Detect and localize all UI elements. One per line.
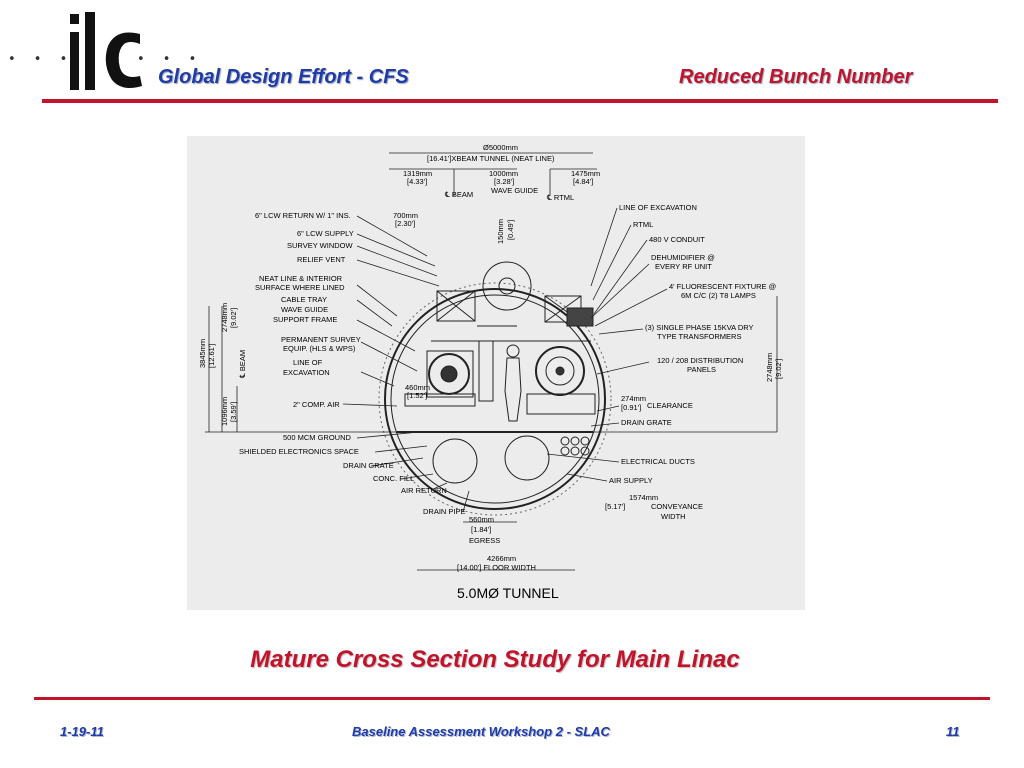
- label-lcw-supply: 6" LCW SUPPLY: [297, 229, 354, 238]
- label-relief-vent: RELIEF VENT: [297, 255, 346, 264]
- dim-height-mm: 2748mm: [765, 353, 774, 382]
- dim-upper-ft: [9.02']: [229, 308, 238, 328]
- label-drain-pipe: DRAIN PIPE: [423, 507, 466, 516]
- label-perm-survey-1: PERMANENT SURVEY: [281, 335, 361, 344]
- header-right-title: Reduced Bunch Number: [679, 66, 913, 88]
- label-line-of-1: LINE OF: [293, 358, 323, 367]
- figure-title: 5.0MØ TUNNEL: [457, 585, 559, 601]
- dim-floor-mm: 4266mm: [487, 554, 516, 563]
- label-comp-air: 2" COMP. AIR: [293, 400, 340, 409]
- label-shielded-space: SHIELDED ELECTRONICS SPACE: [239, 447, 359, 456]
- cl-beam-left: ℄ BEAM: [238, 350, 247, 379]
- label-perm-survey-2: EQUIP. (HLS & WPS): [283, 344, 356, 353]
- dim-inner-mm: 460mm: [405, 383, 430, 392]
- label-support-frame: SUPPORT FRAME: [273, 315, 337, 324]
- label-line-of-2: EXCAVATION: [283, 368, 330, 377]
- dim-egress-ft: [1.84']: [471, 525, 491, 534]
- label-dehumidifier-1: DEHUMIDIFIER @: [651, 253, 715, 262]
- decorative-dots: • • • • • • • •: [8, 52, 204, 67]
- wave-guide-label: WAVE GUIDE: [491, 186, 538, 195]
- label-neat-line-1: NEAT LINE & INTERIOR: [259, 274, 343, 283]
- slide-caption: Mature Cross Section Study for Main Lina…: [250, 646, 740, 673]
- dim-inner-ft: [1.52']: [407, 391, 427, 400]
- dim-conv-ft: [5.17']: [605, 502, 625, 511]
- label-drain-grate-right: DRAIN GRATE: [621, 418, 672, 427]
- label-transformers-1: (3) SINGLE PHASE 15KVA DRY: [645, 323, 754, 332]
- label-conveyance: CONVEYANCE: [651, 502, 703, 511]
- dim-150-ft: [0.49']: [506, 220, 515, 240]
- label-wave-guide: WAVE GUIDE: [281, 305, 328, 314]
- label-air-supply: AIR SUPPLY: [609, 476, 653, 485]
- cl-beam-top: ℄ BEAM: [444, 190, 473, 199]
- dim-beam-tunnel-mm: Ø5000mm: [483, 143, 518, 152]
- label-egress: EGRESS: [469, 536, 500, 545]
- ilc-logo: [70, 12, 142, 90]
- dim-mid-ft: [3.28']: [494, 177, 514, 186]
- tunnel-cross-section-figure: Ø5000mm [16.41']XBEAM TUNNEL (NEAT LINE)…: [187, 136, 805, 610]
- dim-clear-ft: [0.91']: [621, 403, 641, 412]
- label-survey-window: SURVEY WINDOW: [287, 241, 353, 250]
- dim-left-ft: [4.33']: [407, 177, 427, 186]
- label-distribution-2: PANELS: [687, 365, 716, 374]
- footer-page-number: 11: [946, 724, 960, 739]
- label-distribution-1: 120 / 208 DISTRIBUTION: [657, 356, 743, 365]
- label-fluorescent-2: 6M C/C (2) T8 LAMPS: [681, 291, 756, 300]
- header-left-title: Global Design Effort - CFS: [158, 66, 409, 88]
- dim-mid-mm: 1000mm: [489, 169, 518, 178]
- label-500mcm: 500 MCM GROUND: [283, 433, 352, 442]
- dim-conv-mm: 1574mm: [629, 493, 658, 502]
- cl-rtml-top: ℄ RTML: [546, 193, 574, 202]
- dim-150-mm: 150mm: [496, 219, 505, 244]
- label-drain-grate-left: DRAIN GRATE: [343, 461, 394, 470]
- dim-lower-mm: 1096mm: [220, 397, 229, 426]
- footer-divider: [34, 697, 990, 700]
- label-neat-line-2: SURFACE WHERE LINED: [255, 283, 345, 292]
- dim-egress-mm: 560mm: [469, 515, 494, 524]
- dim-left-mm: 1319mm: [403, 169, 432, 178]
- label-conc-fill: CONC. FILL: [373, 474, 414, 483]
- dim-lcw-mm: 700mm: [393, 211, 418, 220]
- dim-total-ft: [12.61']: [207, 344, 216, 368]
- label-transformers-2: TYPE TRANSFORMERS: [657, 332, 741, 341]
- dim-floor-ft: [14.00'] FLOOR WIDTH: [457, 563, 536, 572]
- label-rtml: RTML: [633, 220, 653, 229]
- footer-event: Baseline Assessment Workshop 2 - SLAC: [352, 724, 610, 739]
- dim-upper-mm: 2748mm: [220, 303, 229, 332]
- label-line-of-excavation: LINE OF EXCAVATION: [619, 203, 697, 212]
- label-dehumidifier-2: EVERY RF UNIT: [655, 262, 712, 271]
- label-air-return: AIR RETURN: [401, 486, 447, 495]
- label-width: WIDTH: [661, 512, 686, 521]
- tunnel-drawing: Ø5000mm [16.41']XBEAM TUNNEL (NEAT LINE)…: [198, 143, 783, 601]
- label-clearance: CLEARANCE: [647, 401, 693, 410]
- dim-lower-ft: [3.59']: [229, 402, 238, 422]
- dim-clear-mm: 274mm: [621, 394, 646, 403]
- label-cable-tray: CABLE TRAY: [281, 295, 327, 304]
- dim-right-ft: [4.84']: [573, 177, 593, 186]
- dim-beam-tunnel-ft: [16.41']XBEAM TUNNEL (NEAT LINE): [427, 154, 555, 163]
- dim-height-ft: [9.02']: [774, 359, 783, 379]
- label-lcw-return: 6" LCW RETURN W/ 1" INS.: [255, 211, 351, 220]
- dim-total-mm: 3845mm: [198, 339, 207, 368]
- label-fluorescent-1: 4' FLUORESCENT FIXTURE @: [669, 282, 776, 291]
- label-electrical-ducts: ELECTRICAL DUCTS: [621, 457, 695, 466]
- dim-right-mm: 1475mm: [571, 169, 600, 178]
- header-divider: [42, 99, 998, 103]
- dim-lcw-ft: [2.30']: [395, 219, 415, 228]
- label-480v: 480 V CONDUIT: [649, 235, 705, 244]
- footer-date: 1-19-11: [60, 724, 104, 739]
